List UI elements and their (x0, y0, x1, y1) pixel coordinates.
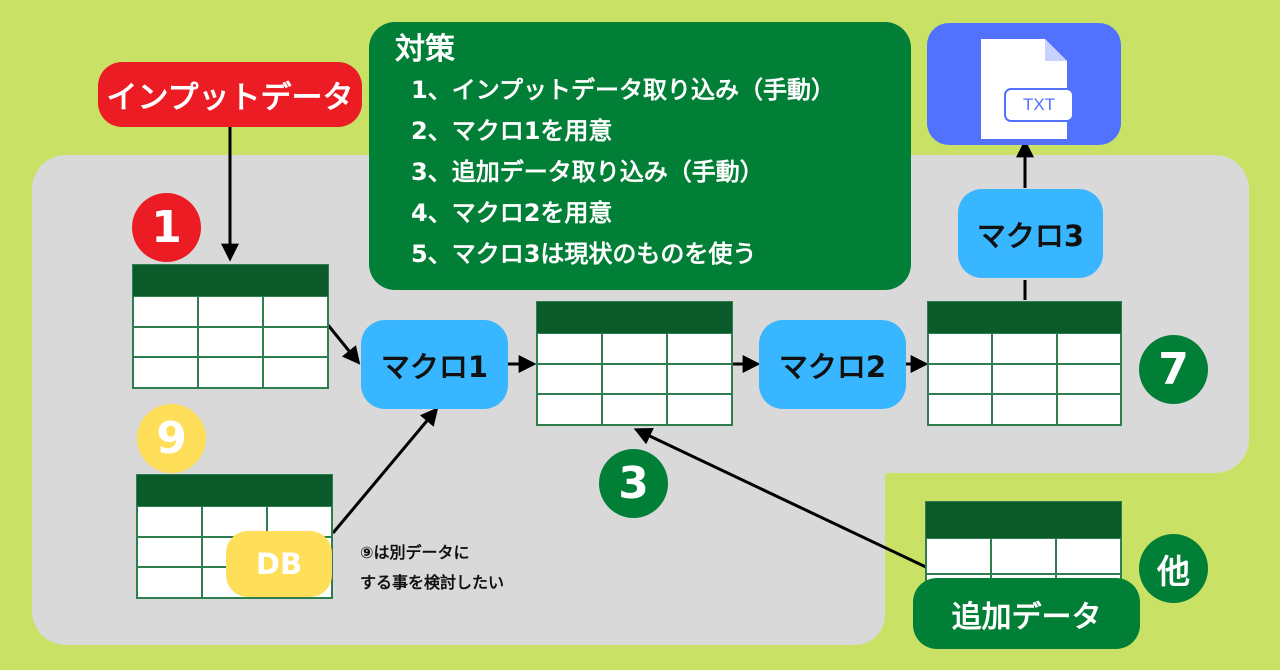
txt-file-card: TXT (927, 23, 1121, 145)
db-label: DB (226, 531, 332, 597)
countermeasure-box: 対策 1、インプットデータ取り込み（手動） 2、マクロ1を用意 3、追加データ取… (369, 22, 911, 290)
macro3-node: マクロ3 (958, 189, 1103, 278)
arrow-table1-to-macro1 (326, 324, 361, 365)
macro2-node: マクロ2 (759, 320, 906, 409)
badge-3: 3 (599, 449, 668, 518)
arrow-additional-to-table3 (633, 428, 929, 570)
table-7 (927, 301, 1122, 426)
txt-file-icon (981, 39, 1074, 139)
badge-9: 9 (137, 404, 206, 473)
plan-item-3: 3、追加データ取り込み（手動） (411, 158, 764, 186)
plan-item-2: 2、マクロ1を用意 (411, 117, 613, 145)
badge-7: 7 (1139, 335, 1208, 404)
arrow-db-to-macro1 (331, 407, 439, 534)
macro1-node: マクロ1 (361, 320, 508, 409)
input-data-label: インプットデータ (98, 62, 362, 127)
badge-other: 他 (1139, 534, 1208, 603)
note-text: ⑨は別データに する事を検討したい (360, 538, 504, 598)
table-1 (132, 264, 329, 389)
additional-data-label: 追加データ (913, 578, 1140, 649)
plan-item-1: 1、インプットデータ取り込み（手動） (411, 76, 835, 104)
plan-item-4: 4、マクロ2を用意 (411, 199, 613, 227)
txt-label: TXT (1022, 95, 1056, 114)
note-line-1: ⑨は別データに (360, 543, 470, 562)
plan-item-5: 5、マクロ3は現状のものを使う (411, 240, 757, 268)
note-line-2: する事を検討したい (360, 573, 505, 592)
badge-1: 1 (132, 193, 201, 262)
table-3 (536, 301, 733, 426)
plan-title: 対策 (395, 32, 455, 67)
